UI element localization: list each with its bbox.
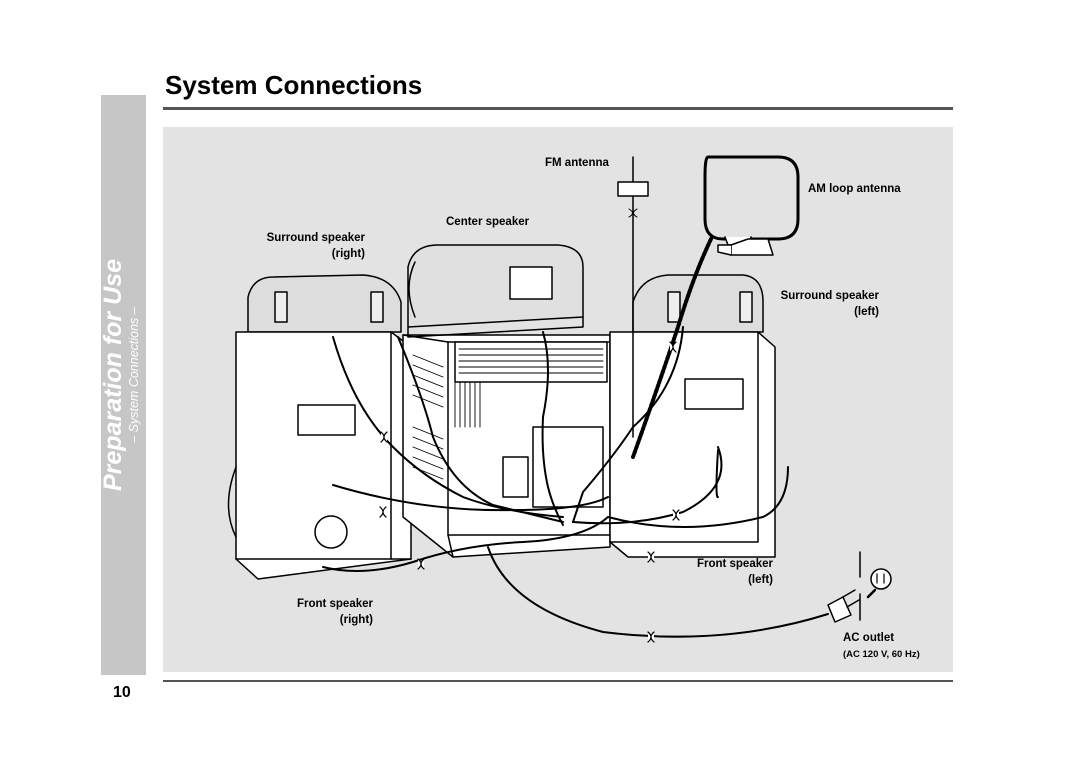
label-front-right-line1: Front speaker [296, 598, 373, 610]
page-number: 10 [113, 684, 131, 701]
label-center-speaker: Center speaker [446, 216, 530, 228]
label-surround-left-line1: Surround speaker [780, 290, 879, 302]
label-front-right-line2: (right) [339, 614, 373, 626]
surround-speaker-left [632, 274, 764, 333]
ac-outlet-icon [859, 551, 892, 621]
label-ac-outlet: AC outlet [843, 632, 895, 644]
side-tab [101, 95, 146, 675]
label-surround-right-line2: (right) [331, 248, 365, 260]
surround-speaker-right [247, 274, 402, 333]
main-unit [402, 334, 611, 558]
center-speaker [407, 244, 584, 338]
ac-plug [827, 589, 860, 623]
fm-antenna [617, 156, 649, 438]
label-front-left-line1: Front speaker [696, 558, 773, 570]
title-rule [163, 107, 953, 110]
label-am-loop-antenna: AM loop antenna [808, 183, 901, 195]
side-tab-subsection: – System Connections – [127, 307, 141, 443]
page-title: System Connections [165, 70, 423, 100]
connection-diagram: FM antenna AM loop antenna Center speake… [163, 127, 953, 672]
am-loop-antenna [631, 155, 800, 459]
connection-illustration [227, 155, 892, 643]
label-front-left-line2: (left) [748, 574, 773, 586]
label-fm-antenna: FM antenna [545, 157, 609, 169]
front-speaker-right [227, 331, 412, 580]
side-tab-section: Preparation for Use [99, 259, 127, 492]
label-ac-rating: (AC 120 V, 60 Hz) [843, 649, 920, 660]
footer-rule [163, 680, 953, 682]
label-surround-left-line2: (left) [854, 306, 879, 318]
front-speaker-left [609, 331, 776, 558]
label-surround-right-line1: Surround speaker [266, 232, 365, 244]
